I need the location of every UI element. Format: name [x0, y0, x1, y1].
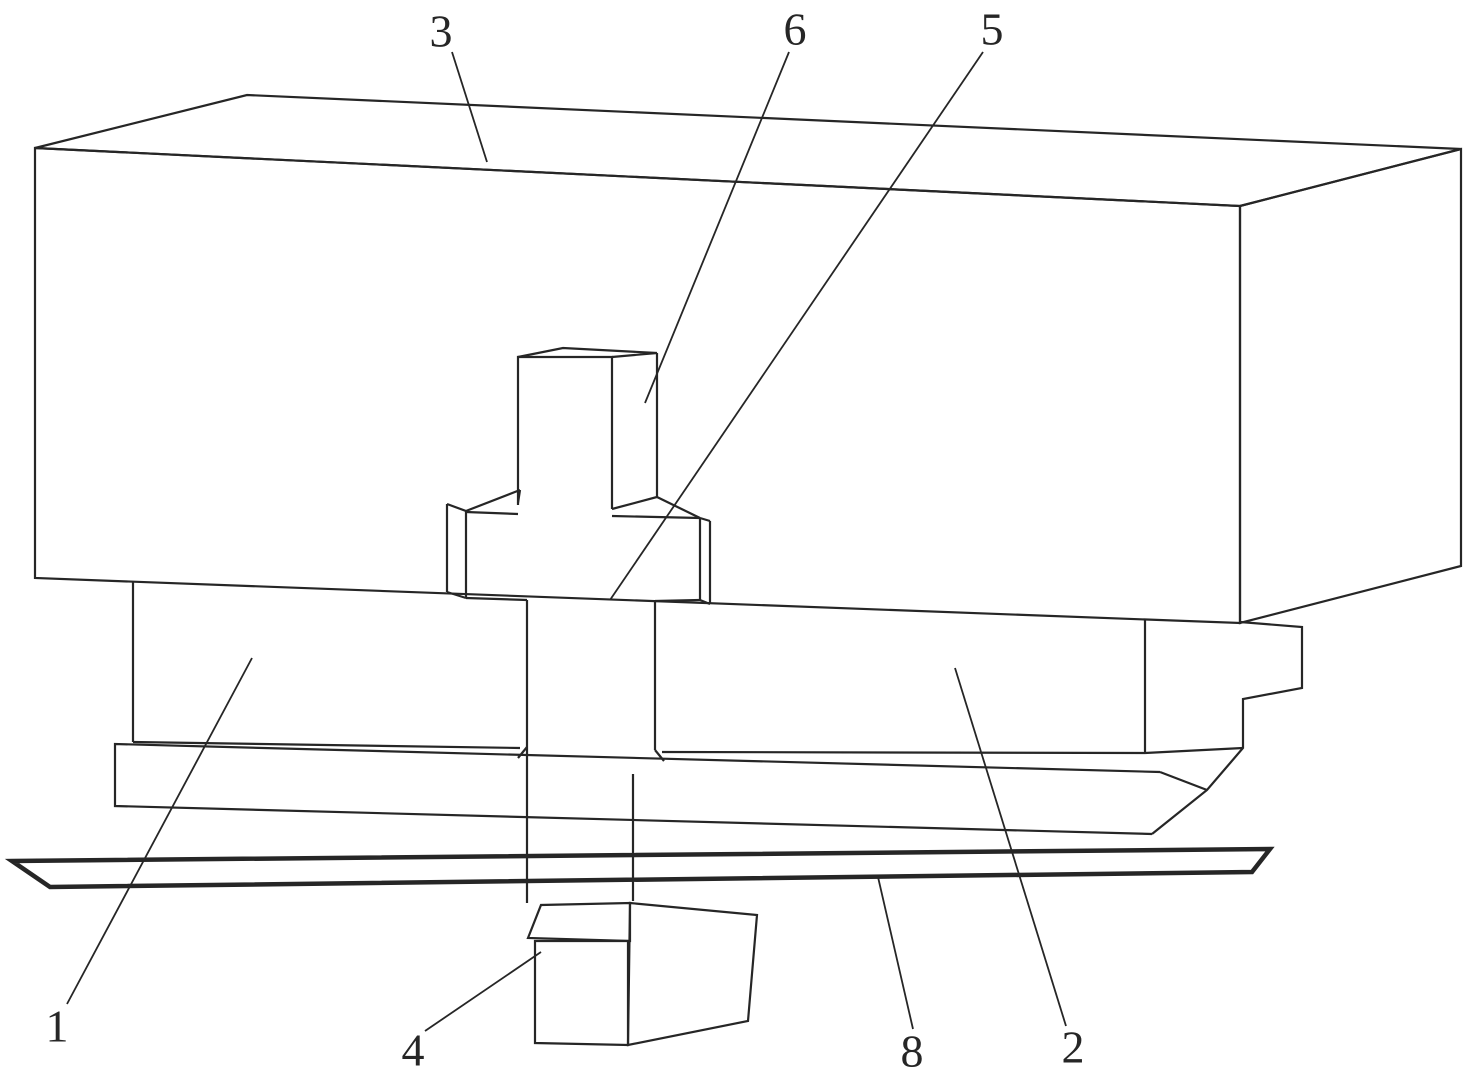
edge-line [699, 598, 711, 606]
edge-line [1159, 770, 1208, 792]
housing-front-face [33, 146, 1242, 625]
edge-line [113, 742, 1161, 836]
figure-label-2: 2 [1062, 1022, 1085, 1073]
housing-right-face [1238, 147, 1463, 625]
edge-line [516, 355, 614, 509]
bottom-block-front [533, 939, 630, 1047]
edge-line [132, 740, 521, 750]
edge-line [1151, 620, 1304, 835]
edge-line [656, 496, 701, 519]
figure-label-6: 6 [784, 4, 807, 55]
edge-line [611, 353, 659, 511]
edge-line [465, 488, 521, 513]
bottom-block-side [626, 901, 759, 1047]
cross-block [445, 488, 712, 762]
edge-line [517, 346, 658, 359]
left-lower-block [131, 581, 521, 750]
edge-line [446, 502, 467, 513]
base-plate [4, 846, 1275, 890]
edge-line [517, 746, 528, 759]
leader-line-5 [609, 51, 984, 601]
leader-line-2 [954, 667, 1067, 1027]
edge-line [661, 750, 1146, 755]
edge-line [1144, 746, 1244, 755]
vertical-rod [516, 346, 659, 511]
leader-line-6 [644, 51, 790, 404]
edge-line [654, 598, 701, 603]
main-housing [33, 93, 1463, 625]
figure-label-1: 1 [46, 1001, 69, 1052]
figure-label-3: 3 [430, 6, 453, 57]
leader-line-1 [66, 657, 253, 1005]
leader-line-4 [424, 951, 542, 1032]
leader-line-3 [451, 51, 488, 163]
bottom-block [526, 901, 759, 1047]
edge-line [446, 590, 467, 600]
edge-line [465, 596, 528, 602]
rail-bar [113, 742, 1161, 836]
right-lower-block [661, 620, 1147, 755]
edge-line [699, 516, 711, 523]
edge-line [465, 510, 519, 516]
leader-line-8 [877, 876, 914, 1030]
right-bracket [1144, 620, 1304, 835]
edge-line [611, 514, 701, 520]
bottom-block-cap [526, 901, 632, 943]
figure-label-8: 8 [901, 1026, 924, 1075]
base-plate-outline [4, 846, 1275, 890]
figure-label-5: 5 [981, 4, 1004, 55]
figure-label-4: 4 [402, 1025, 425, 1075]
edge-line [516, 489, 522, 504]
